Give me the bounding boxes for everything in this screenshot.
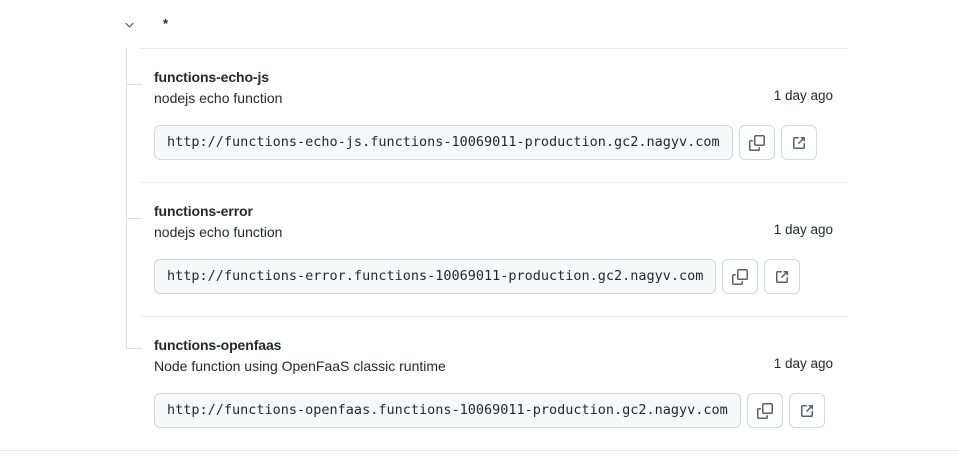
list-item-meta: functions-openfaas Node function using O… — [154, 335, 446, 377]
deployment-url-field[interactable]: http://functions-openfaas.functions-1006… — [154, 393, 741, 428]
copy-icon[interactable] — [738, 125, 775, 160]
group-label: * — [163, 16, 169, 31]
deployment-url-group: http://functions-openfaas.functions-1006… — [154, 393, 825, 428]
deployment-description: nodejs echo function — [154, 224, 283, 240]
list-item: functions-openfaas Node function using O… — [140, 317, 848, 450]
list-divider — [140, 316, 848, 317]
deployment-description: nodejs echo function — [154, 90, 283, 106]
deployment-name[interactable]: functions-error — [154, 203, 253, 219]
list-item-meta: functions-error nodejs echo function — [154, 201, 282, 243]
deployment-url-group: http://functions-error.functions-1006901… — [154, 259, 801, 294]
external-link-icon[interactable] — [788, 393, 825, 428]
deployment-timestamp: 1 day ago — [773, 356, 833, 371]
deployment-name[interactable]: functions-echo-js — [154, 69, 269, 85]
external-link-icon[interactable] — [780, 125, 817, 160]
deployment-list: functions-echo-js nodejs echo function 1… — [140, 48, 848, 450]
list-item-meta: functions-echo-js nodejs echo function — [154, 67, 282, 109]
list-item-header: functions-openfaas Node function using O… — [154, 335, 848, 377]
list-item-header: functions-error nodejs echo function 1 d… — [154, 201, 848, 243]
list-item: functions-error nodejs echo function 1 d… — [140, 183, 848, 316]
list-divider — [140, 48, 848, 49]
copy-icon[interactable] — [722, 259, 759, 294]
page-bottom-rule — [0, 450, 958, 451]
deployment-timestamp: 1 day ago — [773, 222, 833, 237]
list-item: functions-echo-js nodejs echo function 1… — [140, 49, 848, 182]
deployment-url-group: http://functions-echo-js.functions-10069… — [154, 125, 817, 160]
tree-branch-stub — [126, 84, 142, 85]
tree-branch-stub — [126, 348, 142, 349]
chevron-down-icon[interactable] — [118, 13, 140, 35]
deployment-name[interactable]: functions-openfaas — [154, 337, 282, 353]
external-link-icon[interactable] — [764, 259, 801, 294]
list-item-header: functions-echo-js nodejs echo function 1… — [154, 67, 848, 109]
group-header: * — [118, 8, 168, 40]
copy-icon[interactable] — [746, 393, 783, 428]
tree-branch-stub — [126, 218, 142, 219]
list-divider — [140, 182, 848, 183]
tree-vertical-line — [126, 48, 127, 348]
deployment-url-field[interactable]: http://functions-echo-js.functions-10069… — [154, 125, 733, 160]
deployment-url-field[interactable]: http://functions-error.functions-1006901… — [154, 259, 717, 294]
deployment-timestamp: 1 day ago — [773, 88, 833, 103]
deployment-description: Node function using OpenFaaS classic run… — [154, 358, 446, 374]
